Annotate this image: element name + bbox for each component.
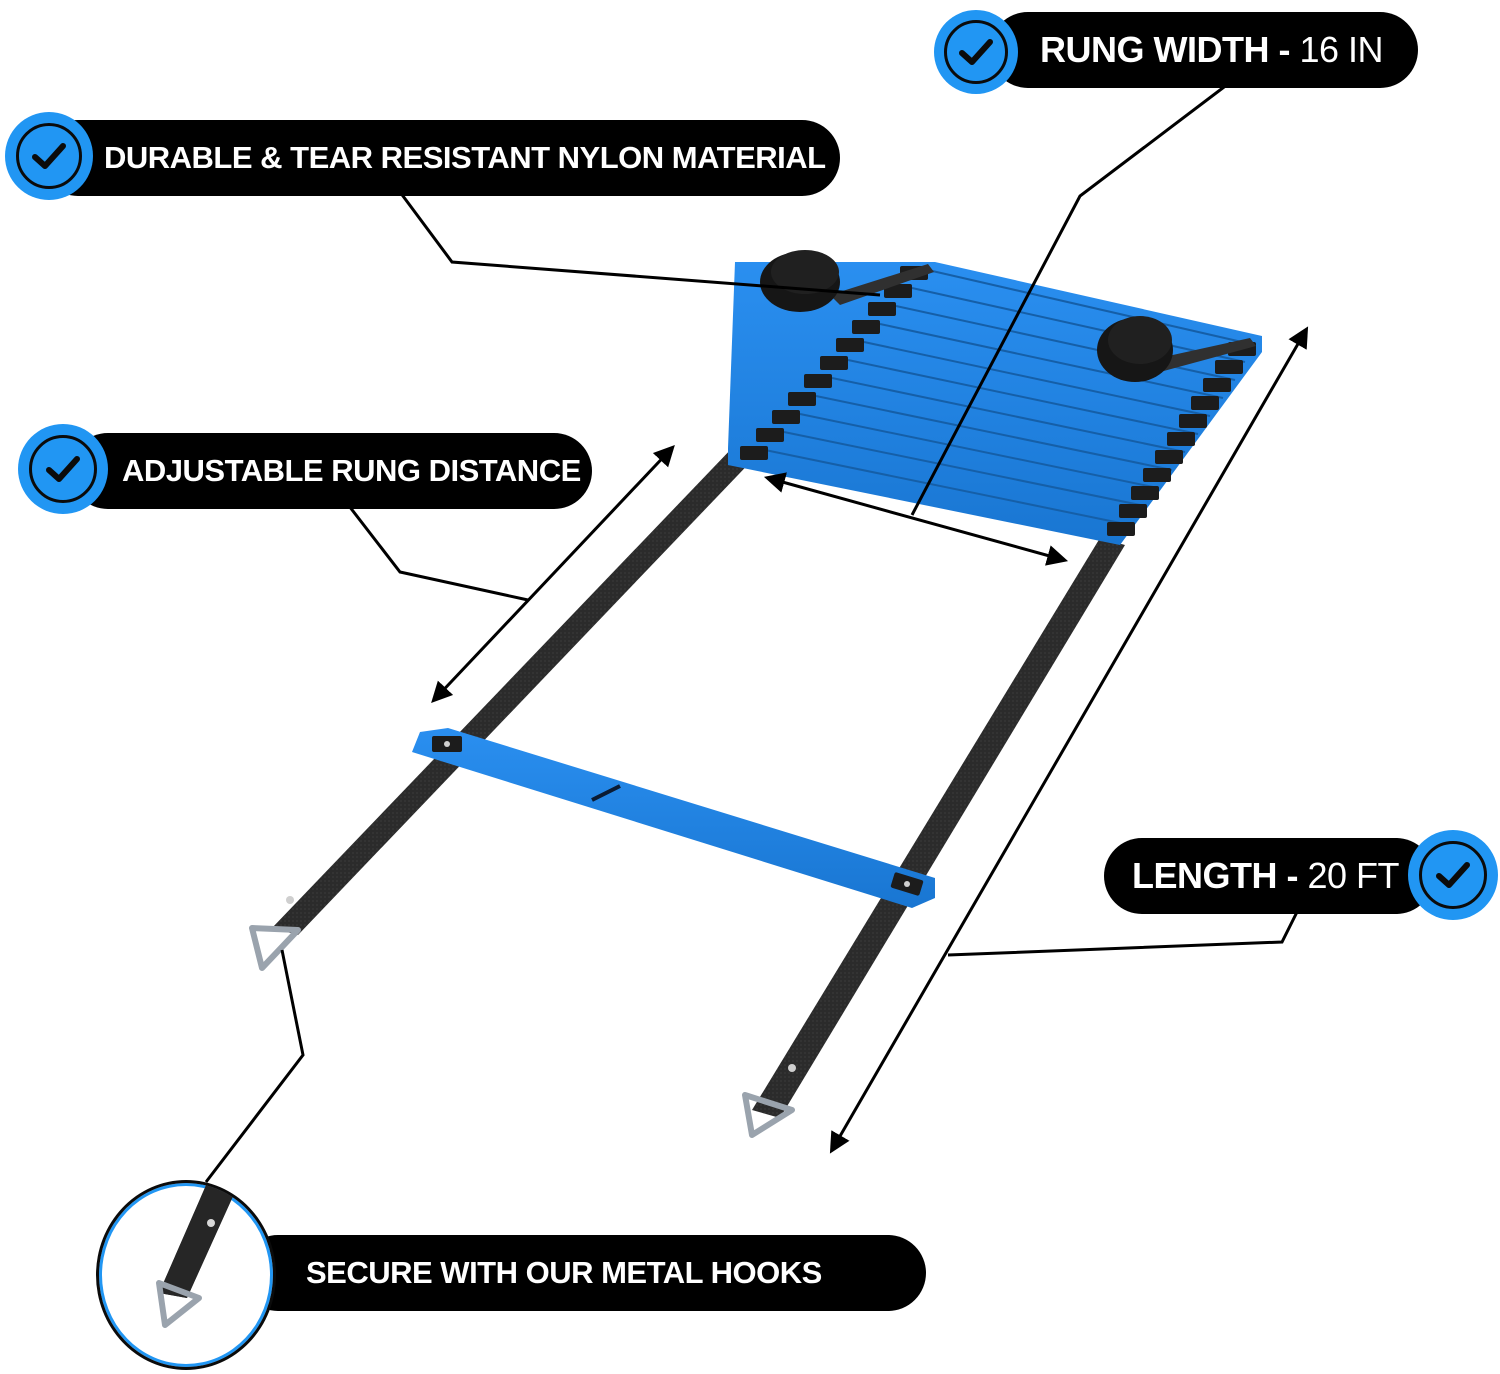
callout-nylon-label: DURABLE & TEAR RESISTANT NYLON MATERIAL	[104, 140, 826, 175]
callout-rung-width-label: RUNG WIDTH - 16 IN	[1040, 29, 1384, 70]
left-metal-hook	[249, 896, 301, 971]
rung-distance-arrow	[431, 444, 675, 704]
hook-closeup-icon	[156, 1183, 239, 1328]
callout-length: LENGTH - 20 FT	[1104, 838, 1434, 914]
callout-rung-width: RUNG WIDTH - 16 IN	[990, 12, 1418, 88]
check-circle-icon	[18, 424, 108, 514]
callout-length-label: LENGTH - 20 FT	[1132, 855, 1400, 896]
left-strap-roll	[760, 250, 934, 312]
metal-hook-detail	[96, 1180, 276, 1370]
callout-hooks-label: SECURE WITH OUR METAL HOOKS	[306, 1255, 822, 1290]
callout-adjustable-label: ADJUSTABLE RUNG DISTANCE	[122, 453, 581, 488]
check-circle-icon	[1408, 830, 1498, 920]
length-arrow	[829, 326, 1309, 1154]
leader-rung-width	[910, 82, 1229, 516]
leader-adjustable	[344, 501, 529, 602]
check-circle-icon	[5, 112, 93, 200]
left-rail-strap	[272, 445, 760, 935]
leader-nylon	[398, 191, 881, 297]
logo-rung	[412, 728, 935, 908]
callout-nylon: DURABLE & TEAR RESISTANT NYLON MATERIAL	[40, 120, 840, 196]
callout-hooks: SECURE WITH OUR METAL HOOKS	[240, 1235, 926, 1311]
right-metal-hook	[742, 1064, 796, 1138]
leader-hooks	[204, 949, 305, 1183]
callout-adjustable: ADJUSTABLE RUNG DISTANCE	[70, 433, 592, 509]
leader-length	[947, 909, 1300, 957]
check-circle-icon	[934, 10, 1018, 94]
right-rail-strap	[752, 538, 1125, 1118]
